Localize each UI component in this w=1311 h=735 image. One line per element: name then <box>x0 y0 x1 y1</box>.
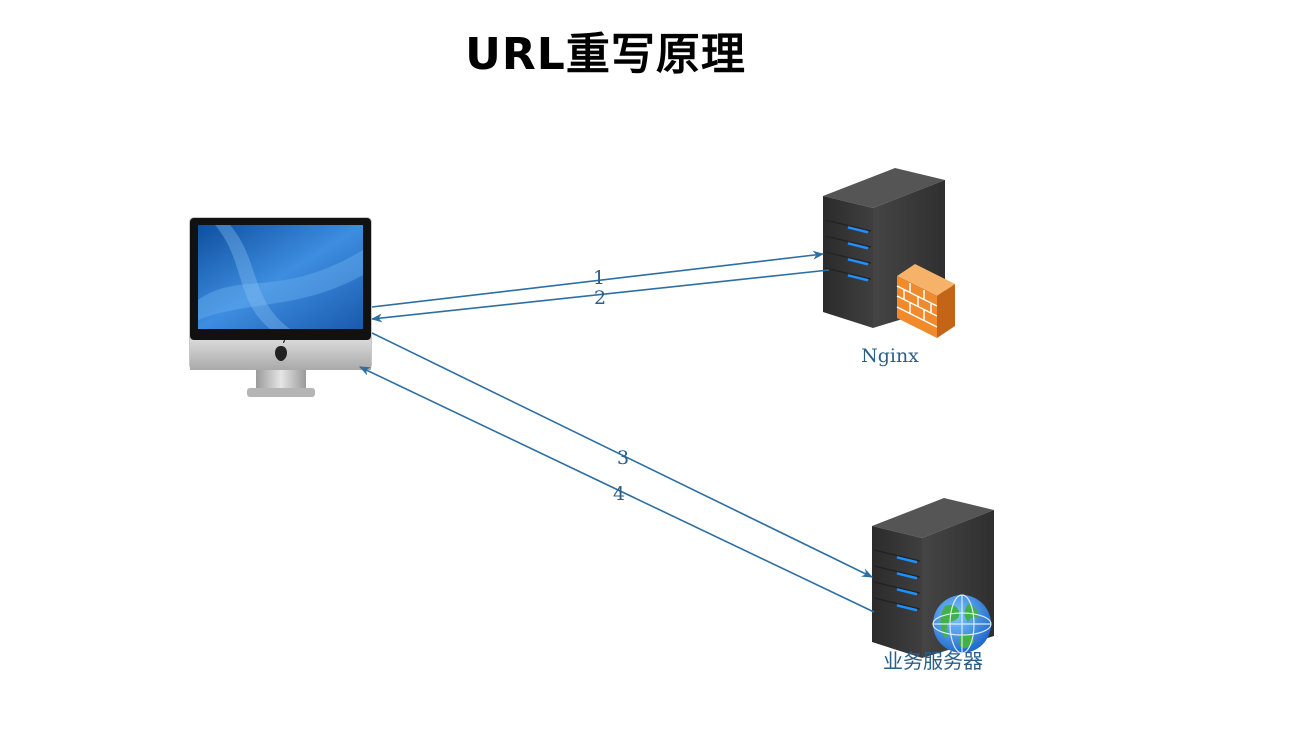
edge-3-label: 3 <box>617 447 629 469</box>
edge-4-arrow <box>358 366 875 613</box>
nginx-label: Nginx <box>861 345 919 367</box>
edge-2-label: 2 <box>594 287 606 309</box>
firewall-icon <box>896 264 955 338</box>
edge-4-label: 4 <box>613 483 625 505</box>
edge-1-arrow <box>371 250 825 308</box>
edge-2-arrow <box>370 269 830 323</box>
client-computer-icon <box>189 217 372 397</box>
edge-1-label: 1 <box>593 267 605 289</box>
globe-icon <box>932 594 992 654</box>
edge-3-arrow <box>371 332 874 578</box>
app-server-label: 业务服务器 <box>883 649 983 673</box>
page-title: URL重写原理 <box>465 29 746 80</box>
